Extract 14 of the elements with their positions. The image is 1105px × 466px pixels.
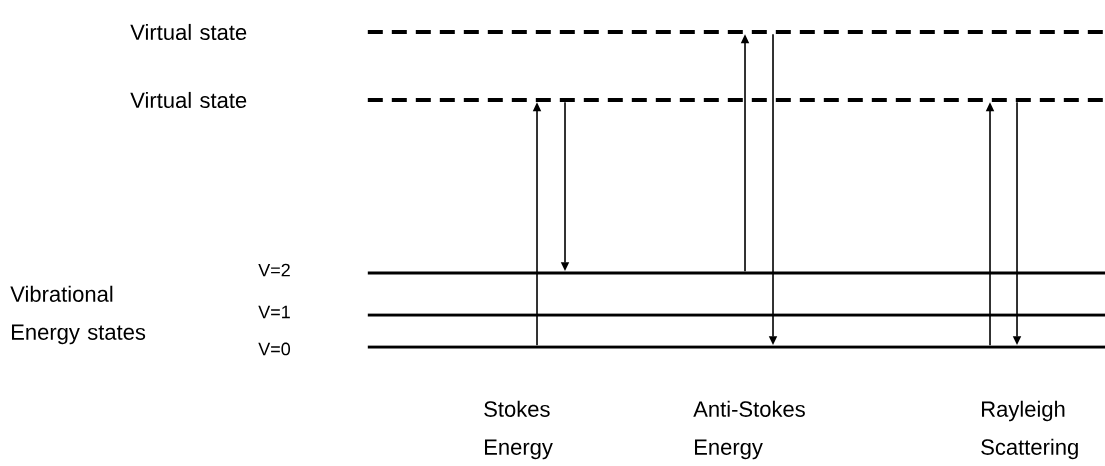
label: Anti-Stokes Energy — [693, 400, 805, 460]
level-label: Virtual state — [130, 91, 247, 109]
level-label: Virtual state — [130, 23, 247, 41]
level-label: V=0 — [258, 342, 291, 356]
label: Stokes Energy — [484, 400, 553, 460]
dashed-level-line — [367, 30, 1105, 34]
level-label: V=2 — [258, 263, 290, 277]
energy-level-line — [367, 271, 1105, 275]
dashed-level-line — [367, 98, 1105, 102]
label: Rayleigh Scattering — [981, 400, 1078, 460]
level-label: V=1 — [258, 305, 290, 319]
label: Vibrational Energy states — [10, 285, 146, 345]
energy-level-line — [367, 313, 1105, 317]
energy-level-line — [367, 345, 1105, 349]
